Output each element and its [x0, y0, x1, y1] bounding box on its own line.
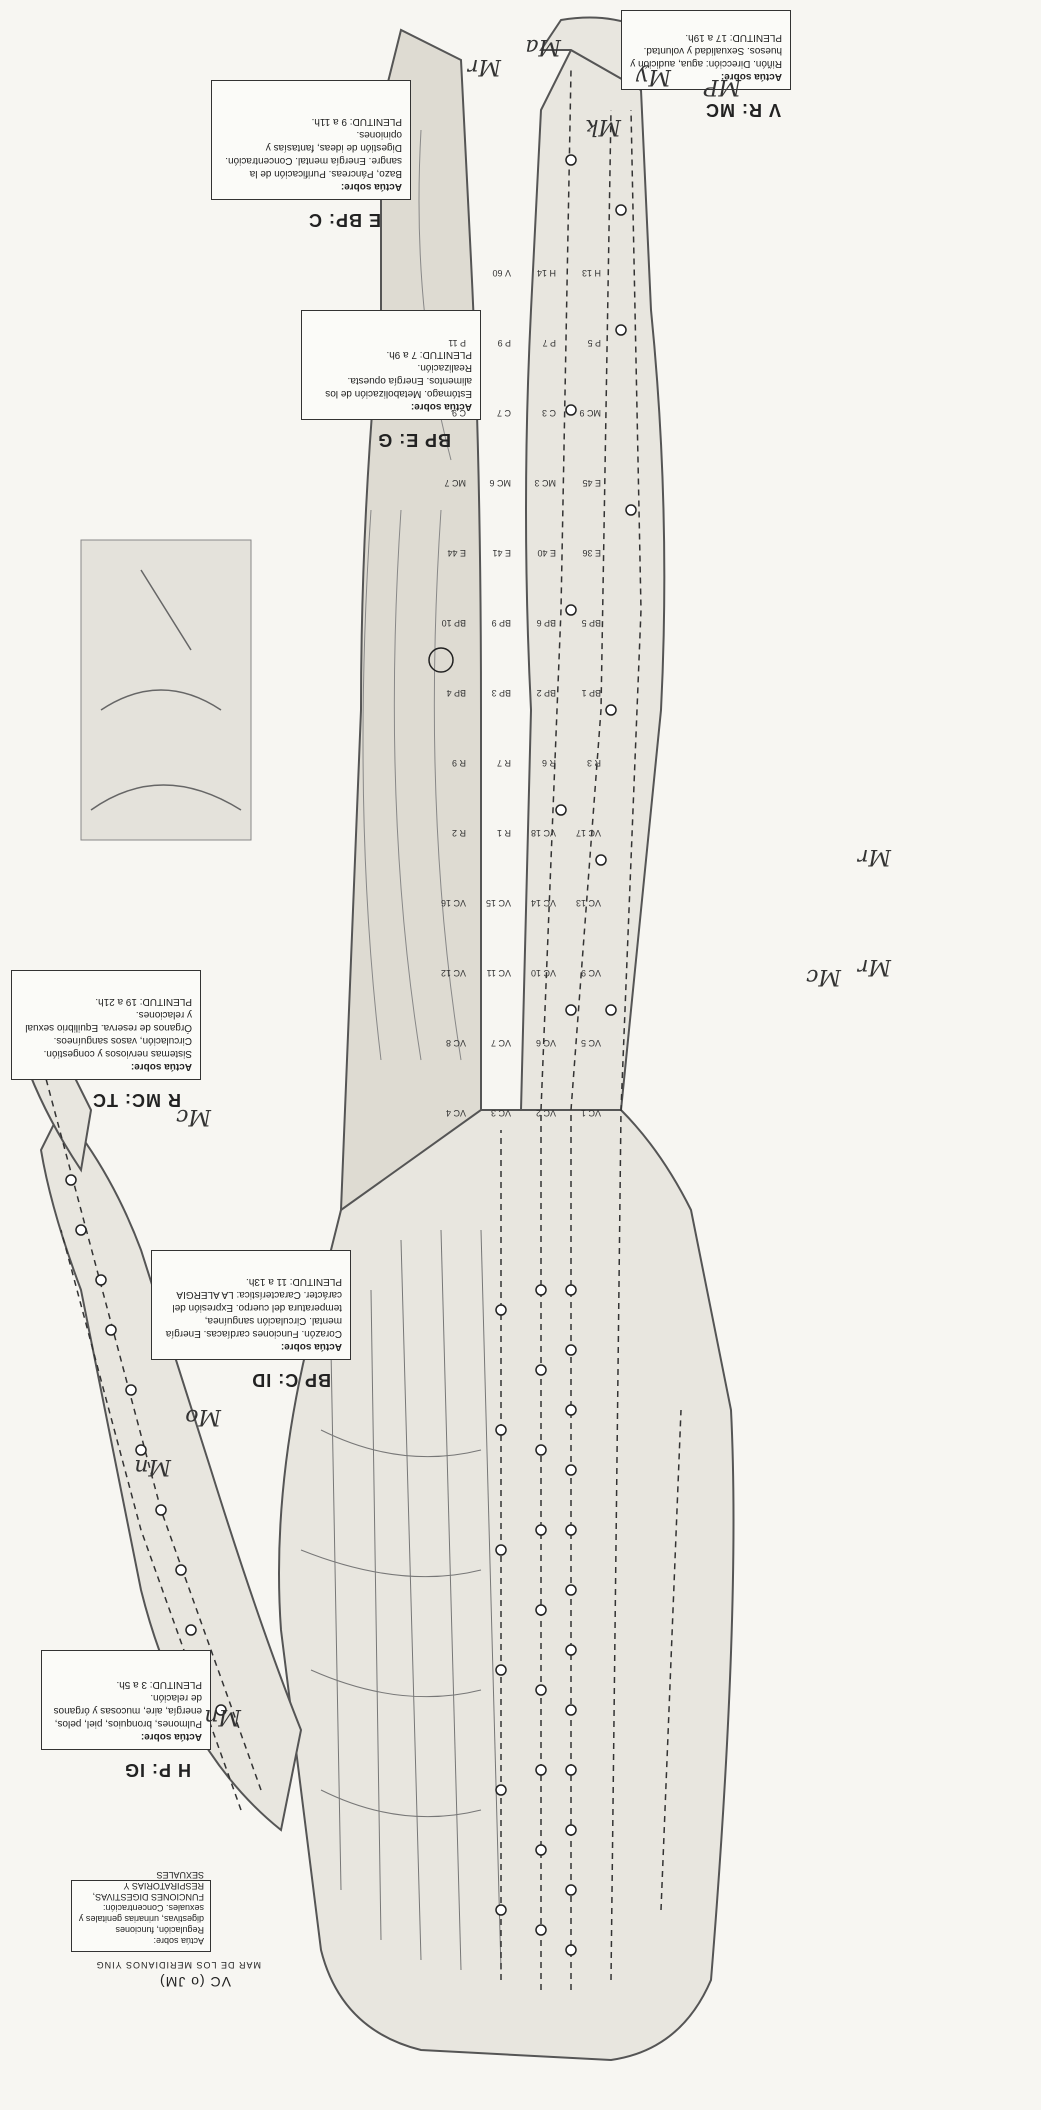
meridian-label: Mc	[806, 964, 842, 989]
point-label: R 3	[587, 758, 601, 768]
point-label: VC 10	[531, 968, 556, 978]
point-label: BP 1	[582, 688, 601, 698]
meridian-label: Mr	[856, 954, 892, 979]
point-label: VC 3	[491, 1108, 511, 1118]
point-label: BP 3	[492, 688, 511, 698]
point-label: E 45	[582, 478, 601, 488]
point-label: VC 9	[581, 968, 601, 978]
point-label: R 6	[542, 758, 556, 768]
point-label: H 13	[582, 268, 601, 278]
point-label: VC 17	[576, 828, 601, 838]
point-label: VC 16	[441, 898, 466, 908]
point-label: BP 2	[537, 688, 556, 698]
point-label: P 11	[448, 338, 466, 348]
point-label: VC 14	[531, 898, 556, 908]
point-label: VC 1	[581, 1108, 601, 1118]
meridian-label: Mn	[134, 1454, 172, 1479]
point-label: H 14	[537, 268, 556, 278]
meridian-label: Mk	[585, 114, 622, 139]
meridian-label: My	[635, 64, 672, 89]
point-label: BP 5	[582, 618, 601, 628]
point-label: MC 7	[444, 478, 466, 488]
point-label: VC 4	[446, 1108, 466, 1118]
point-label: BP 10	[442, 618, 466, 628]
point-label: VC 15	[486, 898, 511, 908]
point-label: VC 5	[581, 1038, 601, 1048]
point-label: C 7	[497, 408, 511, 418]
point-label: MC 3	[534, 478, 556, 488]
point-label: E 36	[582, 548, 601, 558]
meridian-label: Mr	[466, 54, 502, 79]
point-label: VC 6	[536, 1038, 556, 1048]
point-label: R 1	[497, 828, 511, 838]
point-label: C 3	[542, 408, 556, 418]
point-label: BP 6	[537, 618, 556, 628]
meridian-label: Mn	[204, 1704, 242, 1729]
point-label: V 60	[492, 268, 511, 278]
point-label: MC 6	[489, 478, 511, 488]
meridian-label: Mr	[856, 844, 892, 869]
point-label: P 9	[498, 338, 511, 348]
point-label: VC 13	[576, 898, 601, 908]
point-label: R 9	[452, 758, 466, 768]
point-label: MC 9	[579, 408, 601, 418]
point-label: P 7	[543, 338, 556, 348]
point-label: P 5	[588, 338, 601, 348]
point-label: VC 12	[441, 968, 466, 978]
point-label: VC 8	[446, 1038, 466, 1048]
point-label: BP 9	[492, 618, 511, 628]
point-label: VC 11	[487, 968, 511, 978]
meridian-label: MP	[702, 74, 742, 99]
point-label: BP 4	[447, 688, 466, 698]
point-label: E 41	[492, 548, 511, 558]
meridian-label: Mc	[176, 1104, 212, 1129]
point-label: C 9	[452, 408, 466, 418]
meridian-label: Ma	[525, 34, 562, 59]
meridian-label: Mo	[185, 1404, 222, 1429]
point-label: R 2	[452, 828, 466, 838]
point-label: R 7	[497, 758, 511, 768]
point-label: VC 18	[531, 828, 556, 838]
point-label: VC 2	[536, 1108, 556, 1118]
point-label: E 40	[537, 548, 556, 558]
point-label: E 44	[447, 548, 466, 558]
point-label: VC 7	[491, 1038, 511, 1048]
